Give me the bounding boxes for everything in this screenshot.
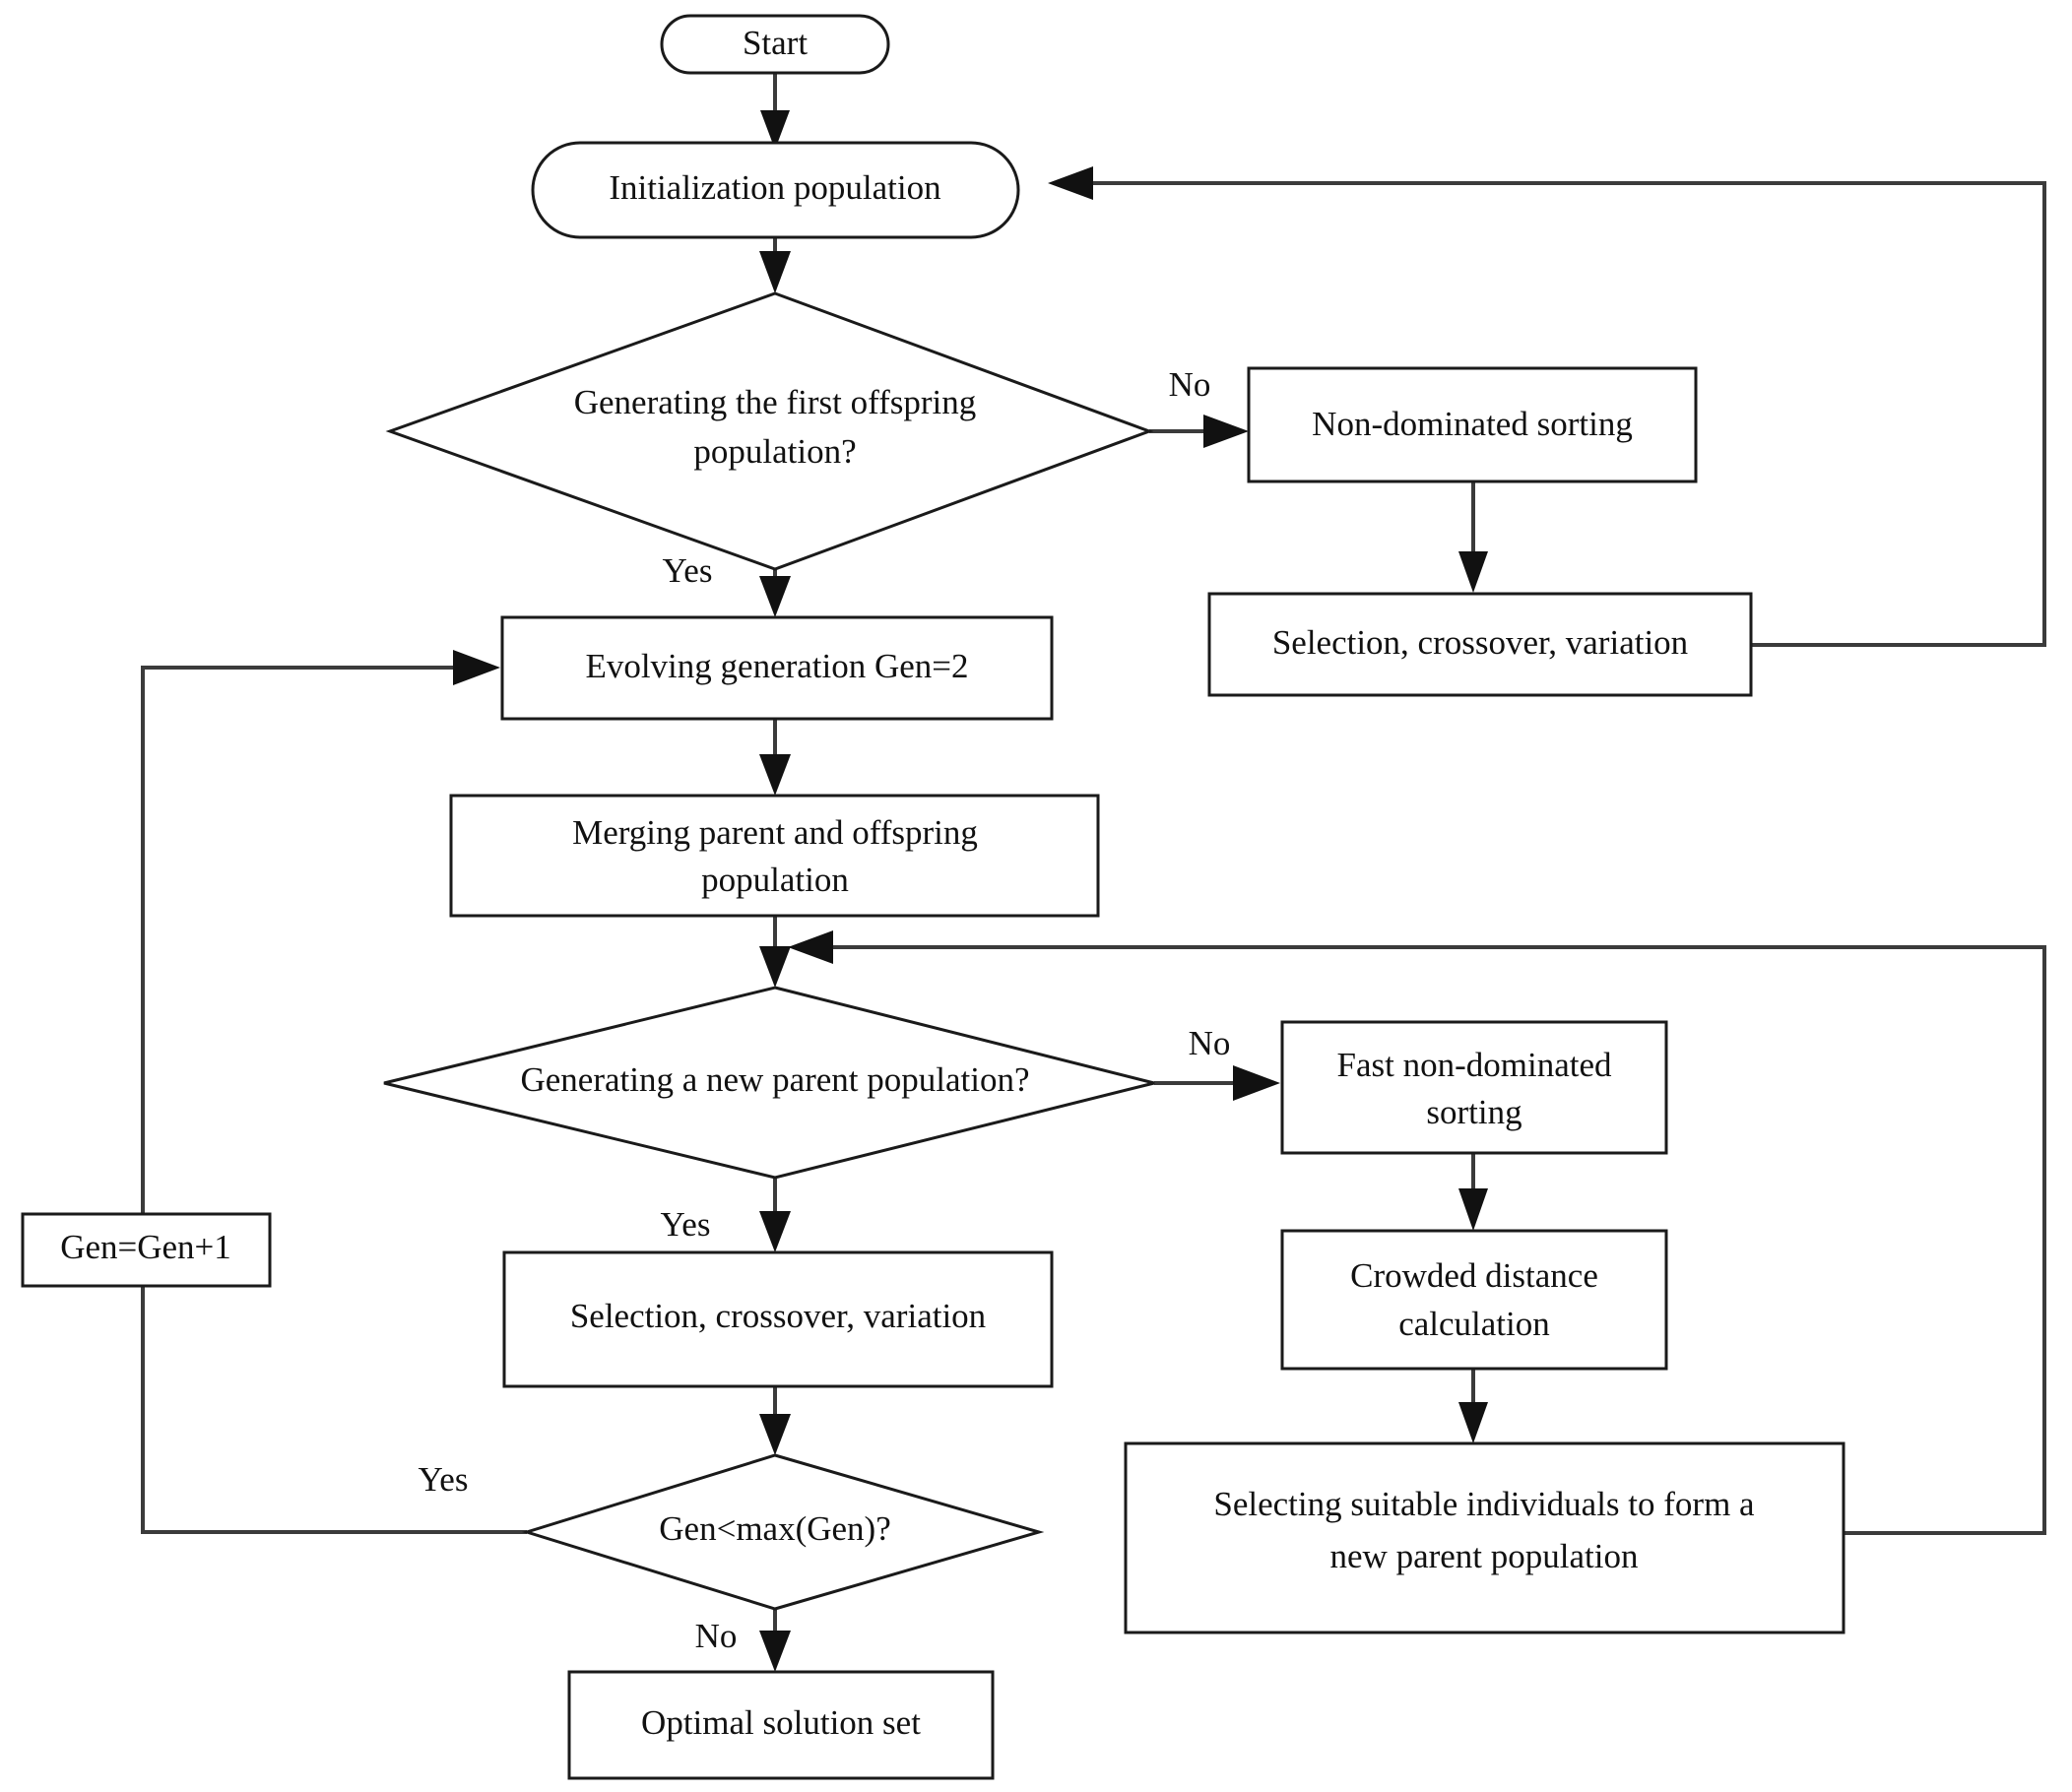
node-decision-gen-max[interactable]: Gen<max(Gen)? xyxy=(521,1453,1045,1611)
edge-selecting-loop-to-merge-junction xyxy=(788,930,2046,1535)
node-crowded-distance-calculation-line2: calculation xyxy=(1398,1305,1550,1343)
node-decision-first-offspring-line1: Generating the first offspring xyxy=(574,383,977,421)
node-fast-non-dominated-sorting-line2: sorting xyxy=(1426,1093,1522,1131)
node-decision-gen-max-label: Gen<max(Gen)? xyxy=(659,1509,890,1548)
node-evolving-generation-label: Evolving generation Gen=2 xyxy=(585,647,968,685)
node-selection-crossover-variation-bottom-label: Selection, crossover, variation xyxy=(570,1297,986,1335)
node-gen-increment-label: Gen=Gen+1 xyxy=(60,1228,231,1266)
edge-label-new-parent-no: No xyxy=(1189,1024,1231,1062)
node-start-label: Start xyxy=(743,24,808,62)
edge-fnds-to-crowded xyxy=(1458,1153,1488,1231)
edge-init-to-decision-first xyxy=(759,236,791,293)
node-initialization-population[interactable]: Initialization population xyxy=(531,141,1020,239)
node-gen-increment[interactable]: Gen=Gen+1 xyxy=(21,1212,272,1288)
node-crowded-distance-calculation[interactable]: Crowded distance calculation xyxy=(1280,1229,1668,1371)
node-optimal-solution-set-label: Optimal solution set xyxy=(641,1703,921,1742)
edge-label-first-offspring-no: No xyxy=(1169,365,1211,404)
edge-crowded-to-selecting xyxy=(1458,1369,1488,1443)
node-selecting-suitable-individuals[interactable]: Selecting suitable individuals to form a… xyxy=(1124,1441,1845,1634)
node-decision-first-offspring[interactable]: Generating the first offspring populatio… xyxy=(385,291,1154,571)
node-decision-first-offspring-line2: population? xyxy=(693,432,856,471)
node-start[interactable]: Start xyxy=(660,14,890,75)
node-evolving-generation[interactable]: Evolving generation Gen=2 xyxy=(500,615,1054,721)
edge-selection-top-loop-to-init xyxy=(1048,166,2046,647)
edge-start-to-init xyxy=(760,73,790,150)
edge-new-parent-yes xyxy=(759,1178,791,1252)
edge-first-decision-yes xyxy=(759,569,791,617)
node-fast-non-dominated-sorting[interactable]: Fast non-dominated sorting xyxy=(1280,1020,1668,1155)
edge-selection-bottom-to-gen-check xyxy=(759,1386,791,1455)
edge-gen-check-yes-loop xyxy=(141,650,527,1534)
node-merging-population[interactable]: Merging parent and offspring population xyxy=(449,794,1100,918)
edge-first-decision-no xyxy=(1149,415,1249,448)
node-initialization-population-label: Initialization population xyxy=(609,168,940,207)
node-optimal-solution-set[interactable]: Optimal solution set xyxy=(567,1670,995,1780)
node-selection-crossover-variation-top-label: Selection, crossover, variation xyxy=(1272,623,1688,662)
node-non-dominated-sorting-label: Non-dominated sorting xyxy=(1312,405,1633,443)
edge-nds-to-selection-top xyxy=(1458,481,1488,593)
edge-label-new-parent-yes: Yes xyxy=(661,1205,711,1244)
node-fast-non-dominated-sorting-line1: Fast non-dominated xyxy=(1337,1046,1612,1084)
edge-merging-to-decision-new-parent xyxy=(759,916,791,988)
edge-label-gen-max-yes: Yes xyxy=(419,1460,469,1499)
node-decision-new-parent-population[interactable]: Generating a new parent population? xyxy=(383,986,1155,1180)
edge-label-gen-max-no: No xyxy=(695,1617,738,1655)
edge-new-parent-no xyxy=(1154,1065,1280,1101)
edge-gen-check-no xyxy=(759,1609,791,1672)
node-selection-crossover-variation-top[interactable]: Selection, crossover, variation xyxy=(1207,592,1753,697)
node-selection-crossover-variation-bottom[interactable]: Selection, crossover, variation xyxy=(502,1250,1054,1388)
node-crowded-distance-calculation-line1: Crowded distance xyxy=(1350,1256,1598,1295)
node-decision-new-parent-population-label: Generating a new parent population? xyxy=(520,1060,1029,1099)
node-selecting-suitable-individuals-line1: Selecting suitable individuals to form a xyxy=(1213,1485,1755,1523)
edge-evolving-to-merging xyxy=(759,719,791,796)
node-non-dominated-sorting[interactable]: Non-dominated sorting xyxy=(1247,366,1698,483)
node-merging-population-line2: population xyxy=(701,861,849,899)
node-selecting-suitable-individuals-line2: new parent population xyxy=(1330,1537,1639,1575)
node-merging-population-line1: Merging parent and offspring xyxy=(572,813,978,852)
edge-label-first-offspring-yes: Yes xyxy=(663,551,713,590)
